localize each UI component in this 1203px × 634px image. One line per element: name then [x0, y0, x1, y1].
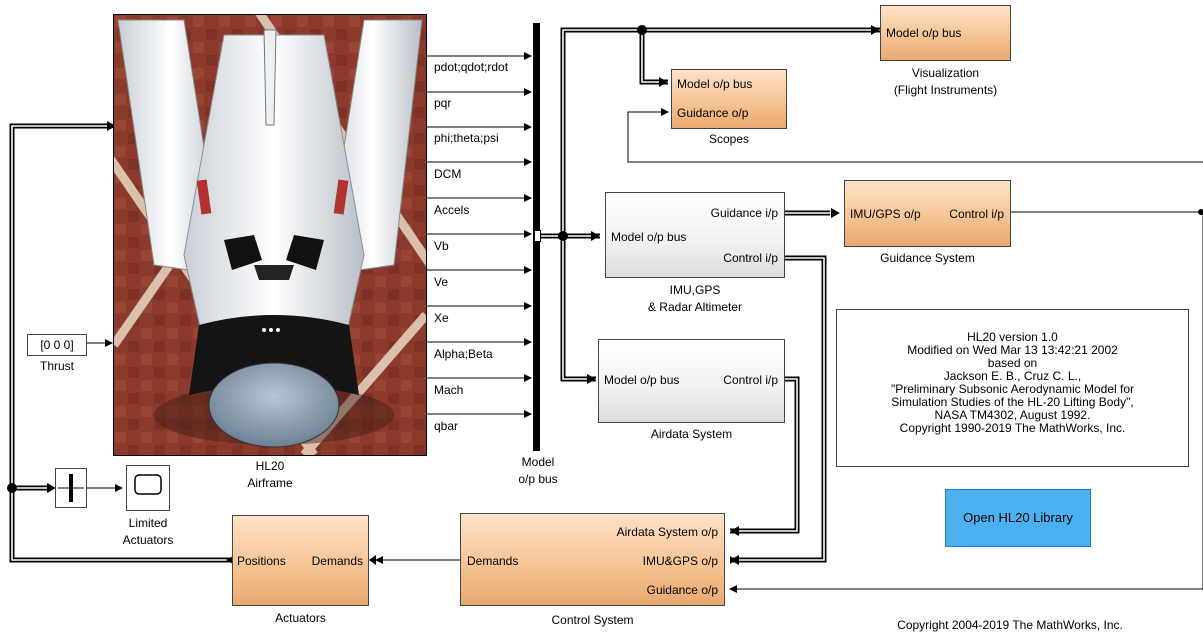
- visualization-caption: Visualization (Flight Instruments): [893, 66, 998, 97]
- control-caption: Control System: [551, 613, 634, 627]
- control-port-guidance: Guidance o/p: [646, 583, 718, 597]
- signal-label-xe: Xe: [434, 311, 449, 325]
- signal-label-accels: Accels: [434, 203, 470, 217]
- scopes-port-model: Model o/p bus: [677, 77, 753, 91]
- bus-selector-icon: [58, 474, 84, 502]
- branch-point: [7, 483, 17, 493]
- imu-port-model: Model o/p bus: [611, 230, 687, 244]
- control-port-demands: Demands: [467, 554, 519, 568]
- control-port-airdata: Airdata System o/p: [616, 525, 718, 539]
- airdata-port-in: Model o/p bus: [604, 373, 680, 387]
- hl20-airframe-block[interactable]: [113, 14, 427, 456]
- imu-caption: IMU,GPS & Radar Altimeter: [647, 283, 743, 314]
- airframe-caption: HL20 Airframe: [247, 459, 293, 490]
- actuators-port-demands: Demands: [311, 554, 363, 568]
- signal-label-qbar: qbar: [434, 419, 459, 433]
- signal-label-ve: Ve: [434, 275, 449, 289]
- scope-icon: [134, 474, 162, 495]
- branch-point: [558, 231, 568, 241]
- thrust-label: Thrust: [39, 359, 74, 373]
- signal-label-phi: phi;theta;psi: [434, 131, 499, 145]
- branch-point: [1198, 209, 1203, 215]
- hl20-aircraft-picture: [114, 15, 426, 455]
- bus-selector-block[interactable]: [55, 468, 87, 508]
- visualization-subsystem[interactable]: Model o/p bus: [880, 5, 1011, 61]
- info-annotation: HL20 version 1.0 Modified on Wed Mar 13 …: [836, 309, 1189, 467]
- limited-actuators-scope[interactable]: [126, 465, 170, 511]
- guidance-caption: Guidance System: [880, 251, 975, 265]
- guidance-port-in: IMU/GPS o/p: [850, 207, 921, 221]
- signal-line-guidance-feedback: [627, 108, 1203, 163]
- control-port-imu: IMU&GPS o/p: [642, 554, 718, 568]
- airdata-caption: Airdata System: [650, 427, 733, 441]
- scope-caption: Limited Actuators: [122, 516, 174, 547]
- guidance-port-out: Control i/p: [949, 207, 1004, 221]
- scopes-caption: Scopes: [708, 132, 750, 146]
- open-library-button[interactable]: Open HL20 Library: [945, 489, 1091, 547]
- signal-label-mach: Mach: [434, 383, 464, 397]
- scopes-port-guidance: Guidance o/p: [677, 106, 749, 120]
- imu-port-control: Control i/p: [723, 251, 778, 265]
- signal-label-pqr: pqr: [434, 96, 452, 110]
- imu-port-guidance: Guidance i/p: [710, 206, 778, 220]
- airdata-subsystem[interactable]: Model o/p bus Control i/p: [598, 339, 785, 423]
- actuators-caption: Actuators: [275, 611, 326, 625]
- signal-label-pdot: pdot;qdot;rdot: [434, 60, 509, 74]
- signal-label-alpha-beta: Alpha;Beta: [434, 347, 493, 361]
- control-subsystem[interactable]: Demands Airdata System o/p IMU&GPS o/p G…: [460, 513, 725, 606]
- actuators-port-positions: Positions: [237, 554, 286, 568]
- branch-point: [637, 25, 647, 35]
- bus-creator-caption: Model o/p bus: [518, 455, 558, 486]
- guidance-subsystem[interactable]: IMU/GPS o/p Control i/p: [844, 180, 1011, 247]
- visualization-port-in: Model o/p bus: [886, 26, 962, 40]
- signal-label-vb: Vb: [434, 239, 449, 253]
- scopes-subsystem[interactable]: Model o/p bus Guidance o/p: [671, 69, 787, 129]
- airdata-port-out: Control i/p: [723, 373, 778, 387]
- signal-line-guidance-return: [729, 212, 1203, 593]
- thrust-constant-block[interactable]: [0 0 0]: [27, 334, 87, 356]
- copyright-text: Copyright 2004-2019 The MathWorks, Inc.: [897, 618, 1123, 632]
- bus-junction: [534, 230, 541, 242]
- actuators-subsystem[interactable]: Positions Demands: [232, 515, 369, 606]
- imu-gps-subsystem[interactable]: Model o/p bus Guidance i/p Control i/p: [605, 192, 785, 278]
- signal-label-dcm: DCM: [434, 167, 462, 181]
